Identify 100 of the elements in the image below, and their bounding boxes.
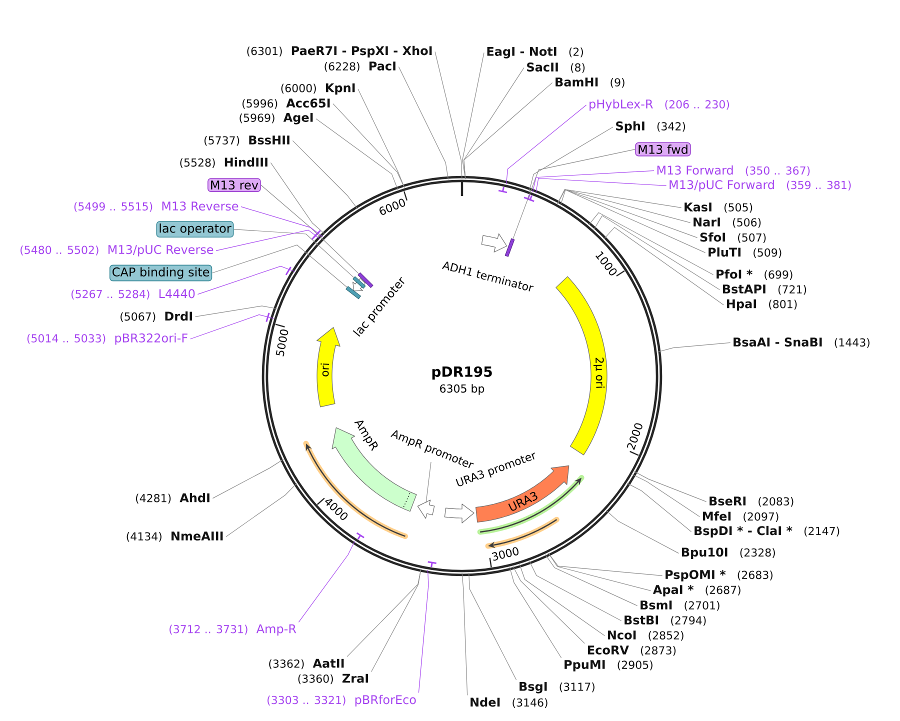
restriction-site-label: (6228) PacI: [324, 62, 396, 72]
leader-line: [634, 471, 707, 502]
restriction-site-label: ApaI * (2687): [652, 585, 740, 596]
leader-line: [512, 566, 585, 644]
restriction-site-label: (5996) Acc65I: [242, 98, 330, 109]
restriction-site-label: KasI (505): [684, 202, 752, 213]
leader-line: [532, 170, 654, 192]
restriction-site-label: (4134) NmeAIII: [126, 532, 223, 542]
leader-line: [506, 104, 587, 184]
feature-mark: [352, 276, 366, 289]
leader-line: [606, 510, 679, 554]
restriction-site-label: MfeI (2097): [703, 511, 778, 522]
leader-line: [197, 266, 296, 295]
leader-line: [398, 66, 449, 180]
restriction-site-label: Bpu10I (2328): [682, 548, 775, 559]
restriction-site-label: (5969) AgeI: [240, 113, 313, 124]
open-reading-frame: [485, 516, 560, 549]
leader-line: [195, 306, 278, 317]
leader-line: [434, 51, 462, 180]
restriction-site-label: PpuMI (2905): [564, 660, 652, 672]
leader-line: [233, 229, 354, 278]
restriction-site-label: BsmI (2701): [640, 600, 720, 611]
leader-line: [588, 212, 714, 275]
primer-label: pHybLex-R (206 .. 230): [590, 99, 730, 111]
restriction-site-label: (6301) PaeR7I - PspXI - XhoI: [247, 46, 432, 58]
plasmid-ring: [262, 176, 662, 576]
restriction-site-label: BsgI (3117): [520, 682, 594, 694]
restriction-site-label: EagI - NotI (2): [487, 47, 583, 58]
scale-label: 2000: [627, 423, 642, 450]
leader-line: [316, 118, 398, 190]
primer-label: (3712 .. 3731) Amp-R: [170, 624, 296, 636]
leader-line: [560, 189, 706, 253]
leader-line: [468, 572, 517, 680]
feature-label: M13 rev: [208, 178, 261, 192]
restriction-site-label: HpaI (801): [727, 299, 797, 311]
leader-line: [529, 126, 614, 192]
primer-label: M13 Forward (350 .. 367): [657, 165, 810, 176]
primer-label: M13/pUC Forward (359 .. 381): [670, 180, 851, 192]
leader-line: [594, 215, 720, 290]
plasmid-size: 6305 bp: [440, 384, 484, 395]
restriction-site-label: (3360) ZraI: [298, 674, 368, 684]
restriction-site-label: (5528) HindIII: [180, 157, 268, 168]
leader-line: [212, 244, 348, 288]
plasmid-name: pDR195: [432, 366, 492, 380]
leader-line: [260, 184, 360, 274]
sequence-feature: 2µ ori: [556, 276, 608, 456]
leader-line: [298, 540, 355, 622]
primer-label: (5014 .. 5033) pBR322ori-F: [27, 333, 188, 345]
restriction-site-label: (5737) BssHII: [204, 136, 290, 146]
leader-line: [632, 474, 700, 517]
leader-line: [212, 458, 284, 499]
restriction-site-label: BstBI (2794): [624, 616, 706, 626]
restriction-site-label: PluTI (509): [708, 247, 782, 258]
feature-label: M13 fwd: [635, 142, 691, 156]
leader-line: [603, 226, 724, 306]
leader-line: [464, 82, 553, 180]
restriction-site-label: NdeI (3146): [470, 697, 548, 708]
leader-line: [462, 572, 468, 696]
leader-line: [536, 178, 667, 194]
leader-line: [190, 314, 274, 340]
restriction-site-label: SfoI (507): [700, 232, 766, 243]
restriction-site-label: NcoI (2852): [608, 630, 684, 641]
scale-label: 6000: [380, 198, 406, 215]
leader-line: [216, 230, 321, 251]
feature-mark: [504, 238, 515, 257]
restriction-site-label: BseRI (2083): [710, 496, 794, 507]
feature-label: lac operator: [156, 221, 234, 238]
leader-line: [544, 554, 638, 606]
restriction-site-label: BspDI * - ClaI * (2147): [694, 526, 840, 538]
feature-mark: [346, 286, 361, 300]
leader-line: [548, 552, 651, 591]
restriction-site-label: (3362) AatII: [269, 658, 344, 670]
sequence-feature: ori: [316, 327, 340, 408]
leader-line: [418, 570, 429, 693]
restriction-site-label: EcoRV (2873): [588, 646, 676, 656]
restriction-site-label: BamHI (9): [556, 78, 624, 88]
scale-label: 5000: [276, 330, 288, 356]
restriction-site-label: SacII (8): [527, 62, 585, 73]
restriction-site-label: (6000) KpnI: [281, 83, 355, 95]
leader-line: [657, 342, 731, 352]
leader-line: [292, 140, 358, 210]
restriction-site-label: NarI (506): [694, 218, 761, 228]
restriction-site-label: (5067) DrdI: [120, 311, 192, 322]
leader-line: [332, 103, 405, 188]
restriction-site-label: SphI (342): [616, 121, 686, 133]
primer-label: (5267 .. 5284) L4440: [72, 289, 195, 300]
restriction-site-label: (4281) AhdI: [136, 493, 210, 504]
primer-label: (3303 .. 3321) pBRforEco: [268, 694, 416, 707]
leader-line: [626, 483, 692, 532]
leader-line: [557, 189, 698, 238]
primer-label: (5480 .. 5502) M13/pUC Reverse: [20, 245, 214, 256]
leader-line: [512, 149, 636, 240]
restriction-site-label: PfoI * (699): [716, 269, 792, 280]
leader-line: [240, 206, 323, 237]
leader-line: [346, 568, 422, 657]
leader-line: [371, 568, 422, 672]
feature-label: CAP binding site: [109, 264, 212, 282]
leader-line: [358, 88, 405, 188]
leader-line: [270, 162, 326, 235]
leader-line: [529, 560, 622, 621]
